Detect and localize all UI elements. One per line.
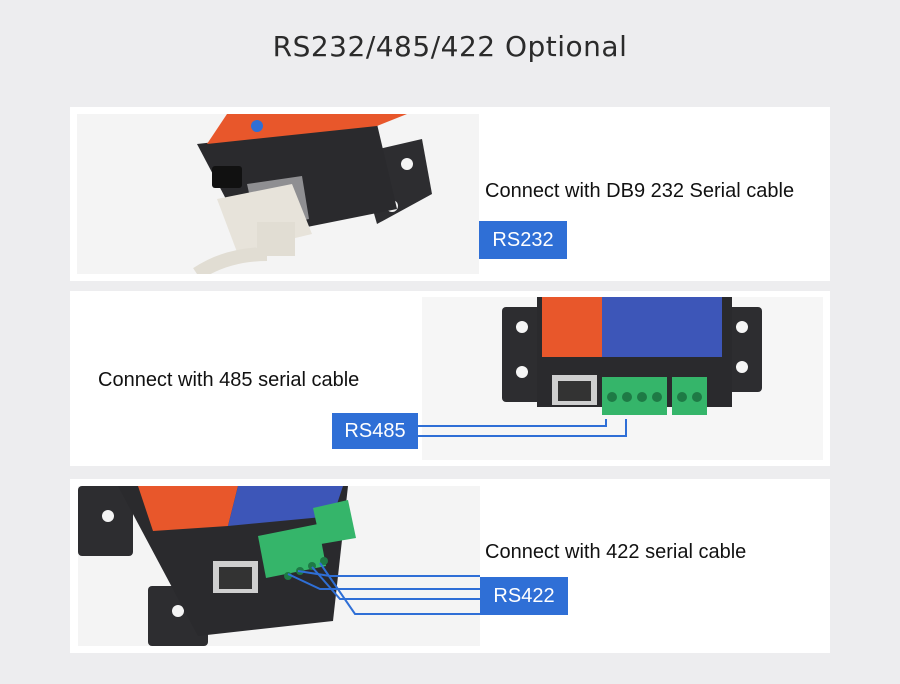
rs232-device-photo: [77, 114, 479, 274]
rs422-caption: Connect with 422 serial cable: [485, 541, 747, 563]
rs485-badge: RS485: [332, 413, 418, 449]
rs232-caption: Connect with DB9 232 Serial cable: [485, 180, 795, 202]
rs422-panel: Connect with 422 serial cable RS422: [70, 479, 830, 653]
rs485-caption: Connect with 485 serial cable: [98, 369, 360, 391]
rs422-badge: RS422: [480, 577, 568, 615]
rs422-device-photo: [78, 486, 480, 646]
rs485-device-photo: [422, 297, 823, 460]
rs485-panel: Connect with 485 serial cable RS485: [70, 291, 830, 466]
rs232-badge: RS232: [479, 221, 567, 259]
rs232-panel: Connect with DB9 232 Serial cable RS232: [70, 107, 830, 281]
page-title: RS232/485/422 Optional: [272, 30, 628, 63]
